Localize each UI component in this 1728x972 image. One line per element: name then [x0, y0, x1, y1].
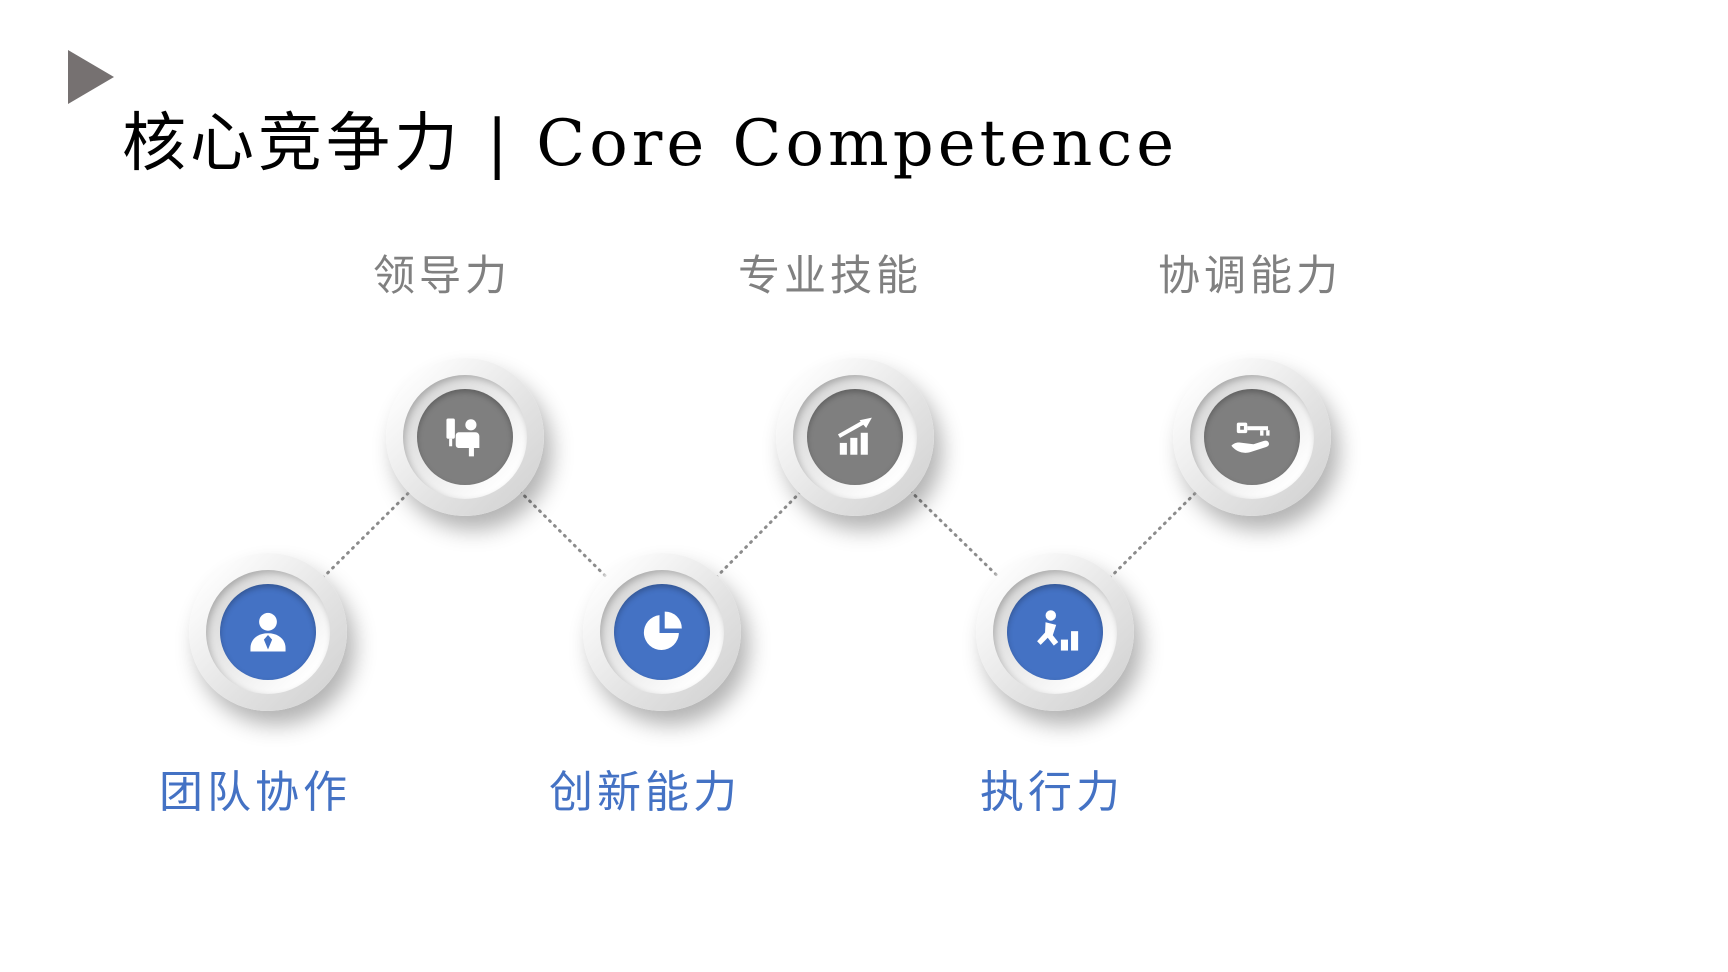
node-inner-ring	[206, 570, 330, 694]
execution-climb-icon	[1007, 584, 1103, 680]
node-outer-ring	[386, 358, 544, 516]
node-label-professional-skill: 专业技能	[737, 251, 923, 300]
node-innovation	[583, 553, 741, 711]
slide-marker-triangle-icon	[68, 50, 114, 104]
skill-growth-chart-icon	[807, 389, 903, 485]
node-label-coordination: 协调能力	[1157, 251, 1343, 300]
node-teamwork	[189, 553, 347, 711]
leadership-desk-icon	[417, 389, 513, 485]
node-leadership	[386, 358, 544, 516]
node-inner-ring	[600, 570, 724, 694]
node-inner-ring	[793, 375, 917, 499]
page-title: 核心竞争力 | Core Competence	[122, 107, 1179, 181]
node-outer-ring	[976, 553, 1134, 711]
node-execution	[976, 553, 1134, 711]
node-professional-skill	[776, 358, 934, 516]
node-label-teamwork: 团队协作	[159, 767, 351, 818]
node-outer-ring	[776, 358, 934, 516]
node-coordination	[1173, 358, 1331, 516]
node-inner-ring	[993, 570, 1117, 694]
node-outer-ring	[1173, 358, 1331, 516]
node-label-innovation: 创新能力	[549, 767, 741, 818]
coordination-key-icon	[1204, 389, 1300, 485]
team-person-icon	[220, 584, 316, 680]
node-outer-ring	[189, 553, 347, 711]
innovation-pie-icon	[614, 584, 710, 680]
node-label-execution: 执行力	[980, 767, 1124, 818]
node-inner-ring	[1190, 375, 1314, 499]
node-label-leadership: 领导力	[372, 251, 512, 300]
node-inner-ring	[403, 375, 527, 499]
node-outer-ring	[583, 553, 741, 711]
